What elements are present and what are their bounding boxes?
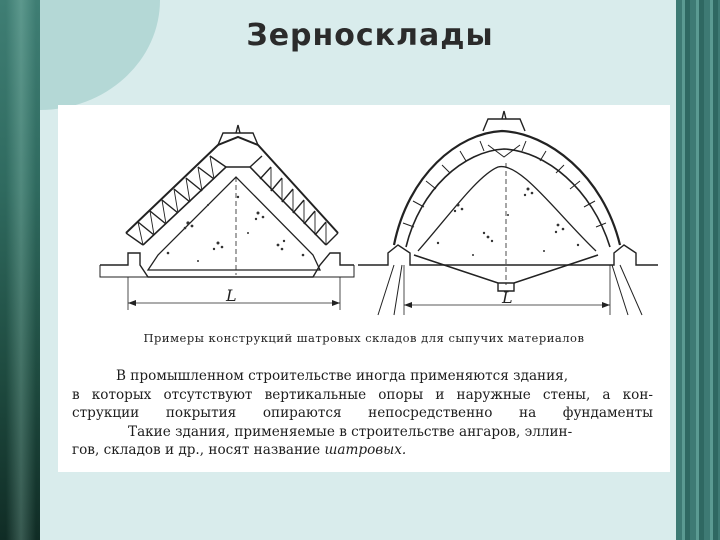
- para-line-2: в которых отсутствуют вертикальные опоры…: [72, 386, 653, 403]
- dimension-label-left: L: [225, 286, 237, 305]
- para-line-5-text: гов, складов и др., носят название: [72, 442, 321, 458]
- left-swoosh: [6, 0, 36, 540]
- figure-caption: Примеры конструкций шатровых складов для…: [143, 331, 585, 345]
- para-line-4-text: Такие здания, применяемые в строительств…: [128, 423, 573, 440]
- material-stipple: [166, 187, 580, 262]
- para-line-3: струкции покрытия опираются непосредстве…: [72, 405, 653, 421]
- scanned-figure: L L Примеры конструкций шатровых складов…: [58, 105, 670, 472]
- truss-warehouse: [99, 124, 355, 310]
- arch-warehouse: [358, 110, 658, 316]
- italic-term: шатровых.: [324, 442, 407, 458]
- para-line-1: В промышленном строительстве иногда прим…: [108, 367, 653, 386]
- para-line-1-text: В промышленном строительстве иногда прим…: [116, 368, 569, 384]
- para-line-5: гов, складов и др., носят название шатро…: [72, 441, 653, 460]
- right-decor-strip: [676, 0, 720, 540]
- warehouse-diagram: L L: [99, 110, 658, 316]
- para-line-4: Такие здания, применяемые в строительств…: [108, 423, 653, 442]
- body-paragraph: В промышленном строительстве иногда прим…: [72, 367, 653, 460]
- slide-title: Зерносклады: [246, 18, 494, 53]
- dimension-label-right: L: [501, 288, 513, 307]
